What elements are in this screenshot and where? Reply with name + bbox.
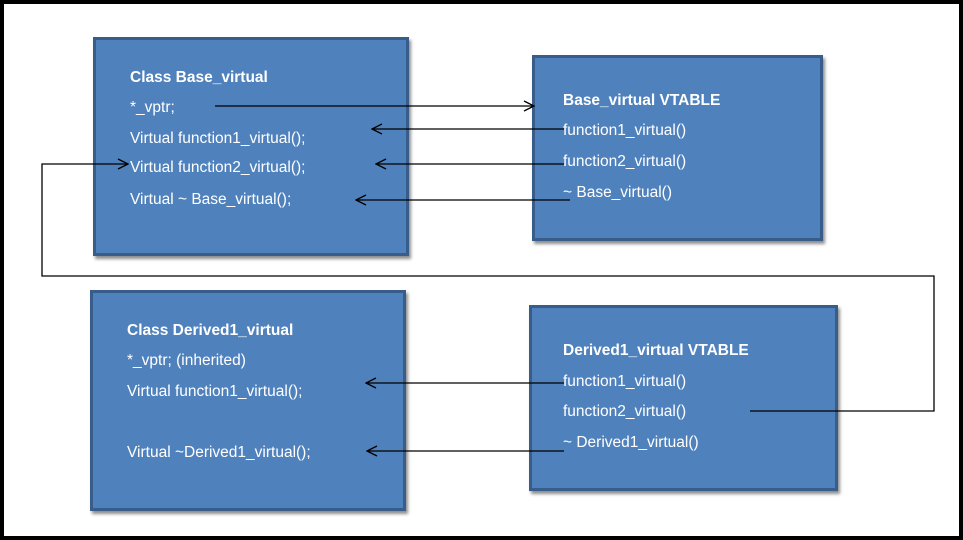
derived-vtable-function2: function2_virtual()	[563, 403, 687, 420]
base-vtable-title: Base_virtual VTABLE	[563, 92, 721, 109]
base-vtable-box: Base_virtual VTABLE function1_virtual() …	[532, 55, 823, 241]
derived-class-destructor: Virtual ~Derived1_virtual();	[127, 444, 311, 461]
derived-vtable-destructor: ~ Derived1_virtual()	[563, 434, 699, 451]
base-class-title: Class Base_virtual	[130, 69, 268, 86]
base-class-destructor: Virtual ~ Base_virtual();	[130, 191, 292, 208]
base-vtable-function2: function2_virtual()	[563, 153, 687, 170]
derived-vtable-box: Derived1_virtual VTABLE function1_virtua…	[529, 305, 838, 491]
base-class-box: Class Base_virtual *_vptr; Virtual funct…	[93, 37, 409, 256]
derived-vtable-function1: function1_virtual()	[563, 373, 687, 390]
base-class-function2: Virtual function2_virtual();	[130, 159, 306, 176]
derived-class-vptr: *_vptr; (inherited)	[127, 352, 246, 369]
derived-class-title: Class Derived1_virtual	[127, 322, 294, 339]
derived-class-function1: Virtual function1_virtual();	[127, 383, 303, 400]
base-vtable-destructor: ~ Base_virtual()	[563, 184, 672, 201]
base-vtable-function1: function1_virtual()	[563, 122, 687, 139]
derived-class-box: Class Derived1_virtual *_vptr; (inherite…	[90, 290, 406, 511]
derived-vtable-title: Derived1_virtual VTABLE	[563, 342, 749, 359]
base-class-function1: Virtual function1_virtual();	[130, 130, 306, 147]
base-class-vptr: *_vptr;	[130, 99, 175, 116]
